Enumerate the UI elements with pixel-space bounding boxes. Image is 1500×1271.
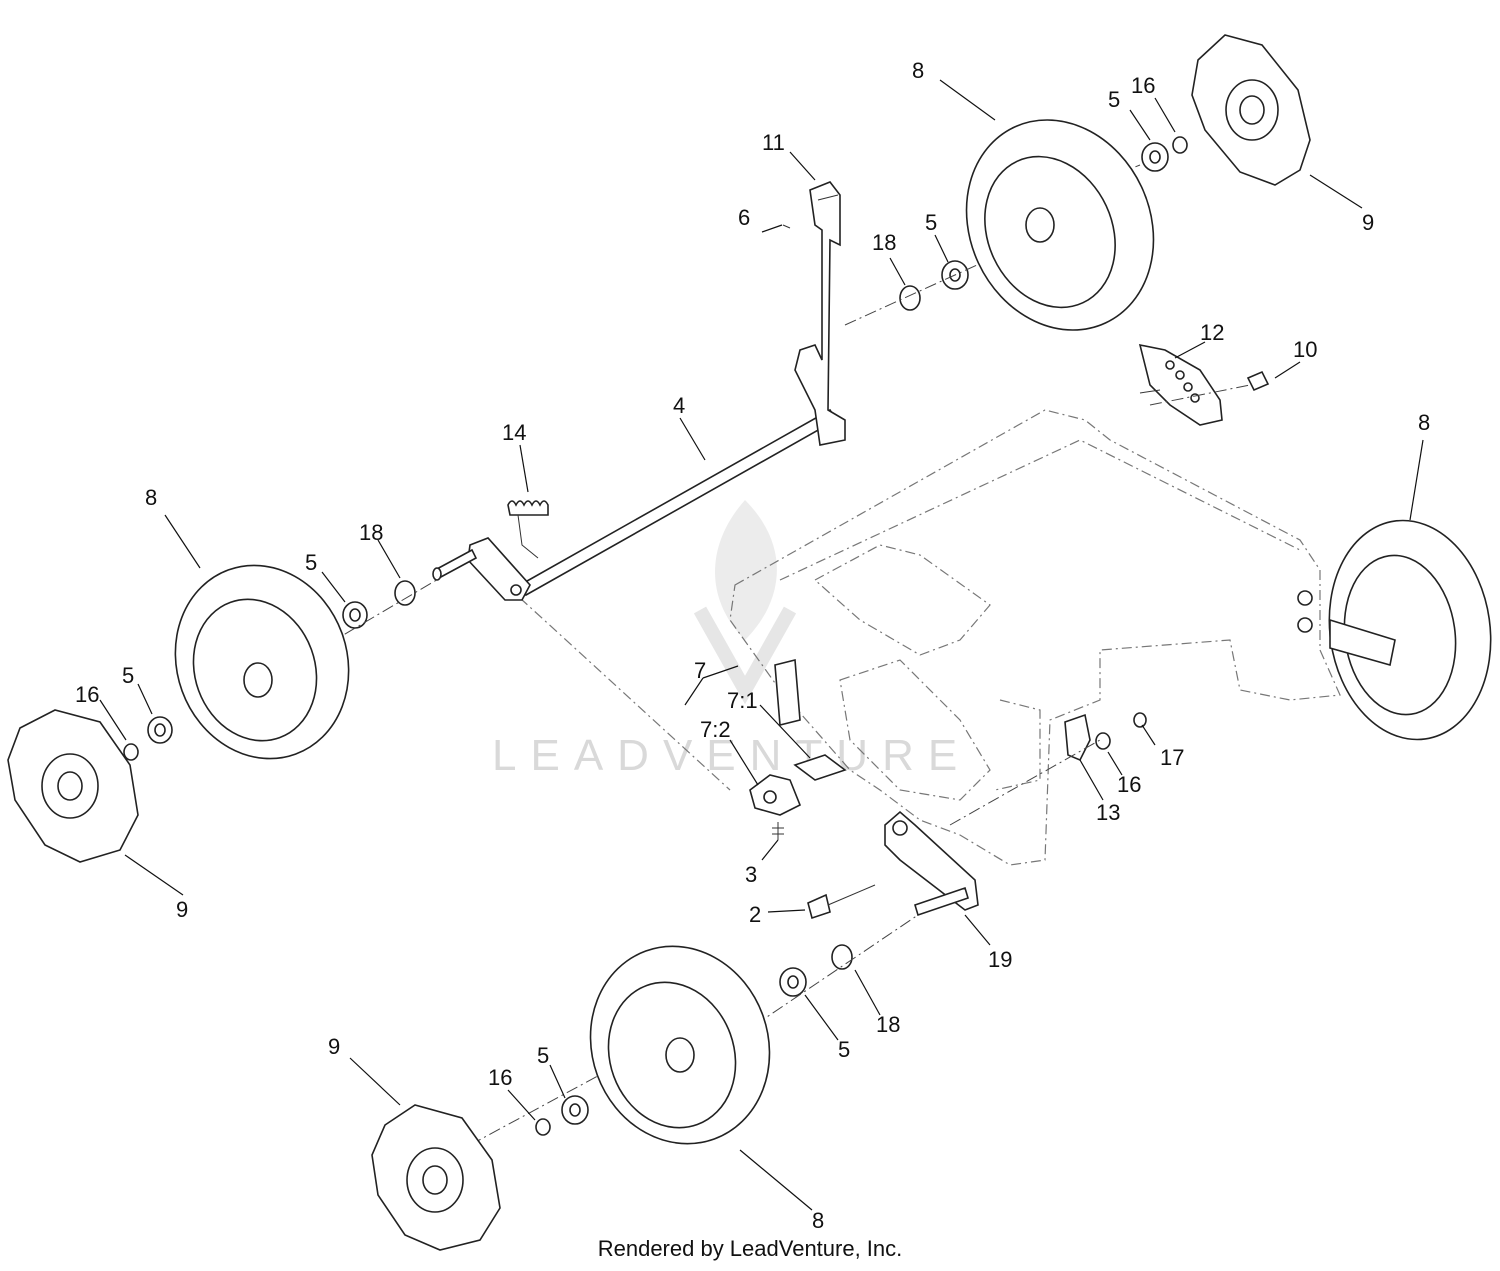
- watermark: LEADVENTURE: [492, 500, 971, 780]
- callout-label: 4: [673, 393, 685, 418]
- hubcap-bottom: [371, 1104, 501, 1251]
- callout-label: 7:1: [727, 688, 758, 713]
- callout-label: 3: [745, 862, 757, 887]
- wheel-left: [174, 564, 350, 760]
- callout-label: 14: [502, 420, 526, 445]
- callout-label: 13: [1096, 800, 1120, 825]
- leader-lines: [99, 79, 1424, 1211]
- callout-label: 10: [1293, 337, 1317, 362]
- callout-label: 16: [488, 1065, 512, 1090]
- callout-label: 16: [75, 682, 99, 707]
- callout-label: 7: [694, 658, 706, 683]
- callout-label: 18: [872, 230, 896, 255]
- callout-label: 9: [328, 1034, 340, 1059]
- latch-assembly: [749, 658, 847, 840]
- callout-label: 9: [176, 897, 188, 922]
- watermark-text: LEADVENTURE: [492, 731, 971, 780]
- rear-bracket: [1138, 343, 1223, 426]
- footer-credit: Rendered by LeadVenture, Inc.: [597, 1236, 903, 1261]
- callout-labels: 8 5 16 9 11 6 18 5 12 10 8 4 14 8 18 5 1…: [75, 58, 1430, 1233]
- callout-label: 17: [1160, 745, 1184, 770]
- callout-label: 19: [988, 947, 1012, 972]
- callout-label: 5: [1108, 87, 1120, 112]
- hubcap-top-right: [1191, 34, 1311, 186]
- callout-label: 5: [838, 1037, 850, 1062]
- height-adjust-lever: [794, 181, 846, 446]
- callout-label: 8: [812, 1208, 824, 1233]
- callout-label: 8: [145, 485, 157, 510]
- hubcap-left: [7, 709, 139, 863]
- callout-label: 5: [122, 663, 134, 688]
- callout-label: 16: [1117, 772, 1141, 797]
- callout-label: 5: [925, 210, 937, 235]
- pivot-plate: [1064, 713, 1091, 762]
- callout-label: 9: [1362, 210, 1374, 235]
- wheel-right: [1297, 519, 1492, 741]
- hardware: [123, 136, 1270, 1136]
- callout-label: 2: [749, 902, 761, 927]
- callout-label: 5: [537, 1043, 549, 1068]
- callout-label: 8: [1418, 410, 1430, 435]
- left-pivot-arm: [432, 537, 531, 601]
- callout-label: 11: [762, 130, 785, 155]
- callout-label: 16: [1131, 73, 1155, 98]
- callout-label: 18: [876, 1012, 900, 1037]
- callout-label: 18: [359, 520, 383, 545]
- spring: [507, 500, 549, 559]
- callout-label: 6: [738, 205, 750, 230]
- front-axle-plate: [884, 810, 979, 917]
- deck-housing: [519, 409, 1341, 866]
- callout-label: 7:2: [700, 717, 731, 742]
- axle-rod: [518, 408, 838, 597]
- watermark-flame-icon: [715, 500, 777, 640]
- wheel-top-right: [965, 119, 1155, 331]
- wheel-bottom: [589, 945, 771, 1145]
- watermark-chevron-icon: [693, 606, 797, 705]
- callout-label: 12: [1200, 320, 1224, 345]
- callout-label: 5: [305, 550, 317, 575]
- callout-label: 8: [912, 58, 924, 83]
